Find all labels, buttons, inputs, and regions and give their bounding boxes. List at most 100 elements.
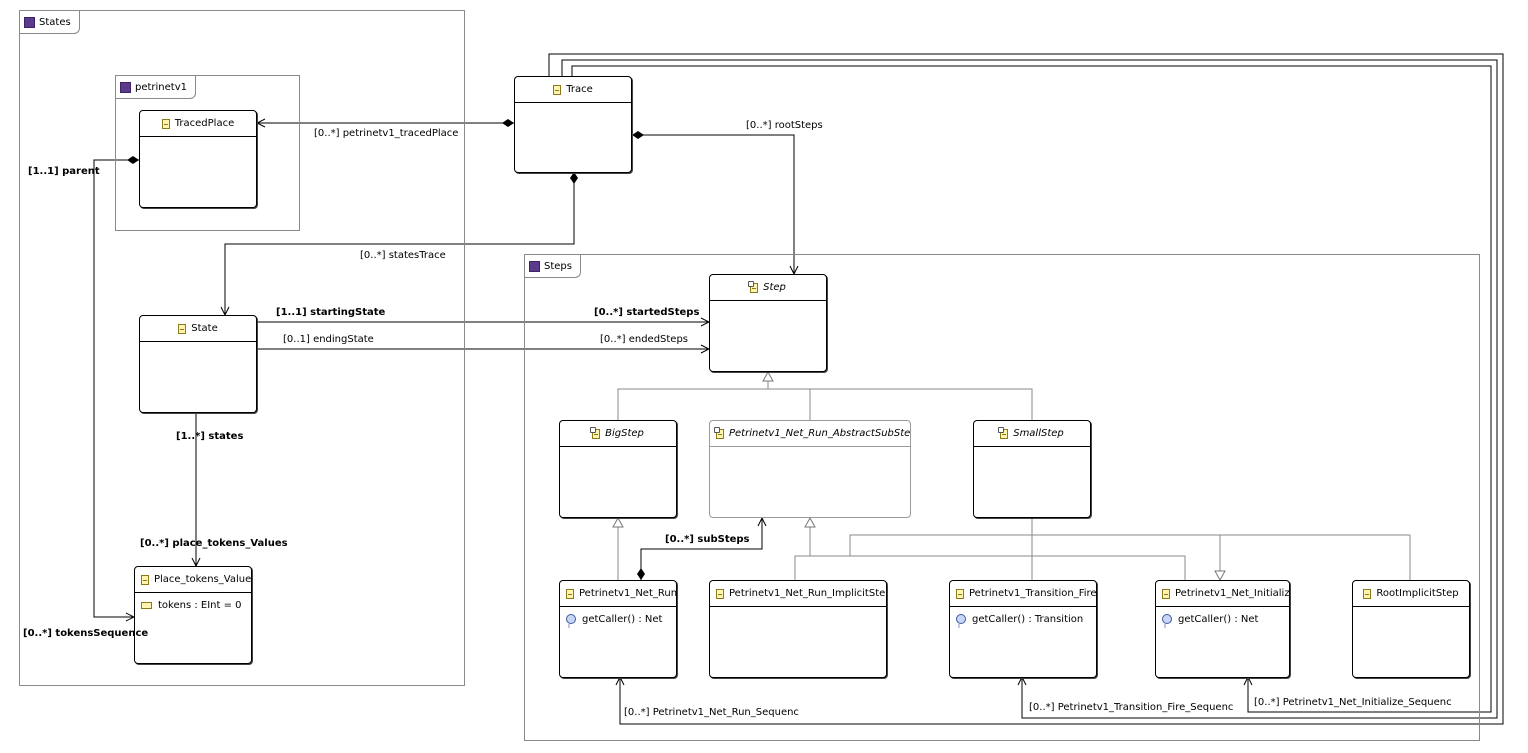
package-tab: States	[20, 11, 80, 34]
class-header: Petrinetv1_Transition_Fire	[950, 581, 1096, 607]
class-icon	[1363, 588, 1372, 599]
package-icon	[120, 81, 131, 93]
label-starting-state: [1..1] startingState	[276, 307, 386, 318]
package-steps[interactable]: Steps	[524, 254, 1480, 741]
class-name: Petrinetv1_Transition_Fire	[969, 588, 1096, 599]
class-icon	[716, 588, 724, 599]
label-place-tokens-values: [0..*] place_tokens_Values	[140, 538, 288, 549]
package-label: Steps	[544, 260, 572, 272]
class-header: Trace	[515, 77, 631, 103]
edge-net-initialize-sequence	[571, 65, 1492, 713]
class-header: Petrinetv1_Net_Run_AbstractSubStep	[710, 421, 910, 447]
class-name: Place_tokens_Value	[154, 574, 251, 585]
edge-net-run-sequence	[548, 53, 1504, 725]
package-icon	[529, 260, 540, 272]
class-small-step[interactable]: SmallStep	[973, 420, 1091, 518]
abstract-class-icon	[714, 426, 724, 439]
class-header: BigStep	[560, 421, 676, 447]
package-tab: Steps	[525, 255, 581, 278]
class-name: Petrinetv1_Net_Initialize	[1175, 588, 1289, 599]
class-header: Petrinetv1_Net_Run_ImplicitStep	[710, 581, 886, 607]
attribute-icon	[141, 601, 152, 609]
class-name: BigStep	[605, 428, 644, 439]
class-header: Place_tokens_Value	[135, 567, 251, 593]
label-net-run-sequence: [0..*] Petrinetv1_Net_Run_Sequenc	[624, 707, 799, 718]
label-traced-place: [0..*] petrinetv1_tracedPlace	[314, 128, 459, 139]
edge-transition-fire-sequence	[561, 59, 1498, 719]
label-transition-fire-sequence: [0..*] Petrinetv1_Transition_Fire_Sequen…	[1029, 702, 1234, 713]
class-name: Petrinetv1_Net_Run_ImplicitStep	[729, 588, 886, 599]
operation-label: getCaller() : Net	[582, 613, 663, 625]
operation-label: getCaller() : Net	[1178, 613, 1259, 625]
attribute-row[interactable]: tokens : EInt = 0	[141, 597, 245, 613]
label-ended-steps: [0..*] endedSteps	[600, 334, 689, 345]
class-trace[interactable]: Trace	[514, 76, 632, 173]
label-ending-state: [0..1] endingState	[283, 334, 374, 345]
class-header: SmallStep	[974, 421, 1090, 447]
class-attributes: tokens : EInt = 0	[135, 593, 251, 617]
operation-row[interactable]: getCaller() : Transition	[956, 611, 1090, 630]
class-net-run[interactable]: Petrinetv1_Net_Run getCaller() : Net	[559, 580, 677, 678]
class-name: SmallStep	[1013, 428, 1064, 439]
abstract-class-icon	[590, 426, 601, 439]
operation-label: getCaller() : Transition	[972, 613, 1084, 625]
gen-to-abstract	[794, 518, 1411, 580]
operation-icon	[956, 614, 966, 630]
package-tab: petrinetv1	[116, 76, 197, 99]
class-icon	[141, 574, 149, 585]
class-abstract-sub-step[interactable]: Petrinetv1_Net_Run_AbstractSubStep	[709, 420, 911, 518]
edge-sub-steps	[641, 518, 762, 580]
class-step[interactable]: Step	[709, 274, 827, 372]
class-name: State	[191, 323, 218, 334]
gen-to-smallstep	[1031, 518, 1220, 580]
class-icon	[178, 323, 187, 334]
label-states-trace: [0..*] statesTrace	[360, 250, 446, 261]
class-header: RootImplicitStep	[1353, 581, 1469, 607]
package-label: States	[39, 16, 71, 28]
class-root-implicit-step[interactable]: RootImplicitStep	[1352, 580, 1470, 678]
class-header: Petrinetv1_Net_Run	[560, 581, 676, 607]
class-name: RootImplicitStep	[1376, 588, 1459, 599]
label-parent: [1..1] parent	[28, 166, 100, 177]
operation-row[interactable]: getCaller() : Net	[566, 611, 670, 630]
package-icon	[24, 16, 35, 28]
class-net-run-implicit-step[interactable]: Petrinetv1_Net_Run_ImplicitStep	[709, 580, 887, 678]
class-big-step[interactable]: BigStep	[559, 420, 677, 518]
class-icon	[566, 588, 574, 599]
class-name: TracedPlace	[174, 118, 235, 129]
label-tokens-sequence: [0..*] tokensSequence	[23, 628, 149, 639]
package-states[interactable]: States	[19, 10, 465, 686]
class-transition-fire[interactable]: Petrinetv1_Transition_Fire getCaller() :…	[949, 580, 1097, 678]
class-operations: getCaller() : Net	[560, 607, 676, 631]
class-name: Petrinetv1_Net_Run	[579, 588, 676, 599]
class-header: Step	[710, 275, 826, 301]
operation-icon	[566, 614, 576, 630]
abstract-class-icon	[998, 426, 1009, 439]
class-icon	[553, 84, 562, 95]
edge-root-steps	[632, 135, 794, 274]
class-place-tokens-value[interactable]: Place_tokens_Value tokens : EInt = 0	[134, 566, 252, 664]
class-icon	[956, 588, 964, 599]
package-petrinetv1[interactable]: petrinetv1	[115, 75, 300, 231]
class-traced-place[interactable]: TracedPlace	[139, 110, 257, 208]
edge-states-trace	[225, 172, 574, 315]
class-state[interactable]: State	[139, 315, 257, 413]
attribute-label: tokens : EInt = 0	[158, 599, 242, 611]
label-started-steps: [0..*] startedSteps	[594, 307, 700, 318]
class-name: Trace	[566, 84, 593, 95]
class-operations: getCaller() : Net	[1156, 607, 1289, 631]
label-net-initialize-sequence: [0..*] Petrinetv1_Net_Initialize_Sequenc	[1254, 697, 1452, 708]
class-header: TracedPlace	[140, 111, 256, 137]
package-label: petrinetv1	[135, 81, 188, 93]
class-header: State	[140, 316, 256, 342]
gen-to-step	[617, 372, 1033, 420]
operation-row[interactable]: getCaller() : Net	[1162, 611, 1283, 630]
label-sub-steps: [0..*] subSteps	[665, 534, 750, 545]
class-net-initialize[interactable]: Petrinetv1_Net_Initialize getCaller() : …	[1155, 580, 1290, 678]
operation-icon	[1162, 614, 1172, 630]
class-operations: getCaller() : Transition	[950, 607, 1096, 631]
edge-parent	[93, 160, 139, 617]
class-icon	[1162, 588, 1170, 599]
class-header: Petrinetv1_Net_Initialize	[1156, 581, 1289, 607]
